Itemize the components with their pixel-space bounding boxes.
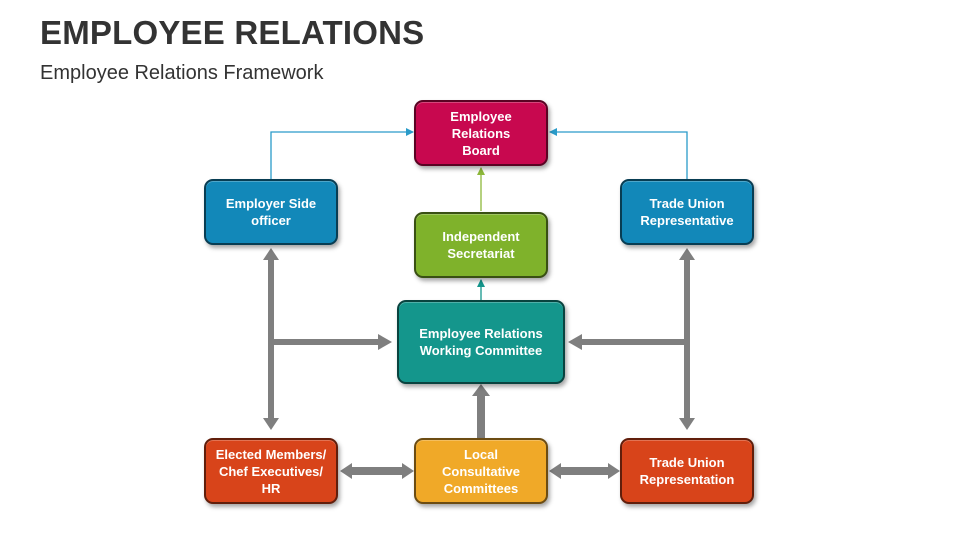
arrow-left-to-committee <box>274 334 392 350</box>
trade-union-representative-node: Trade Union Representative <box>620 179 754 245</box>
connector-employer-to-board <box>270 128 414 179</box>
arrow-right-to-committee <box>568 334 690 350</box>
trade-union-representation-label: Trade Union Representation <box>639 455 735 487</box>
elected-members-label: Elected Members/ Chef Executives/ HR <box>215 446 327 496</box>
local-consultative-committees-node: Local Consultative Committees <box>414 438 548 504</box>
working-committee-node: Employee Relations Working Committee <box>397 300 565 384</box>
working-committee-label: Employee Relations Working Committee <box>419 326 543 358</box>
connector-union-rep-to-board <box>549 128 688 179</box>
independent-secretariat-label: Independent Secretariat <box>442 229 520 261</box>
trade-union-representation-node: Trade Union Representation <box>620 438 754 504</box>
double-arrow-local-union <box>549 463 620 479</box>
employee-relations-board-label: Employee Relations Board <box>450 108 512 158</box>
double-arrow-left-vertical <box>263 248 279 430</box>
page-title: EMPLOYEE RELATIONS <box>40 14 425 51</box>
employee-relations-board-node: Employee Relations Board <box>414 100 548 166</box>
independent-secretariat-node: Independent Secretariat <box>414 212 548 278</box>
double-arrow-elected-local <box>340 463 414 479</box>
page-subtitle: Employee Relations Framework <box>40 62 324 84</box>
local-consultative-committees-label: Local Consultative Committees <box>441 446 520 496</box>
employer-side-officer-label: Employer Side officer <box>225 196 317 228</box>
employer-side-officer-node: Employer Side officer <box>204 179 338 245</box>
trade-union-representative-label: Trade Union Representative <box>640 196 734 228</box>
arrow-local-to-committee <box>472 384 490 438</box>
elected-members-node: Elected Members/ Chef Executives/ HR <box>204 438 338 504</box>
